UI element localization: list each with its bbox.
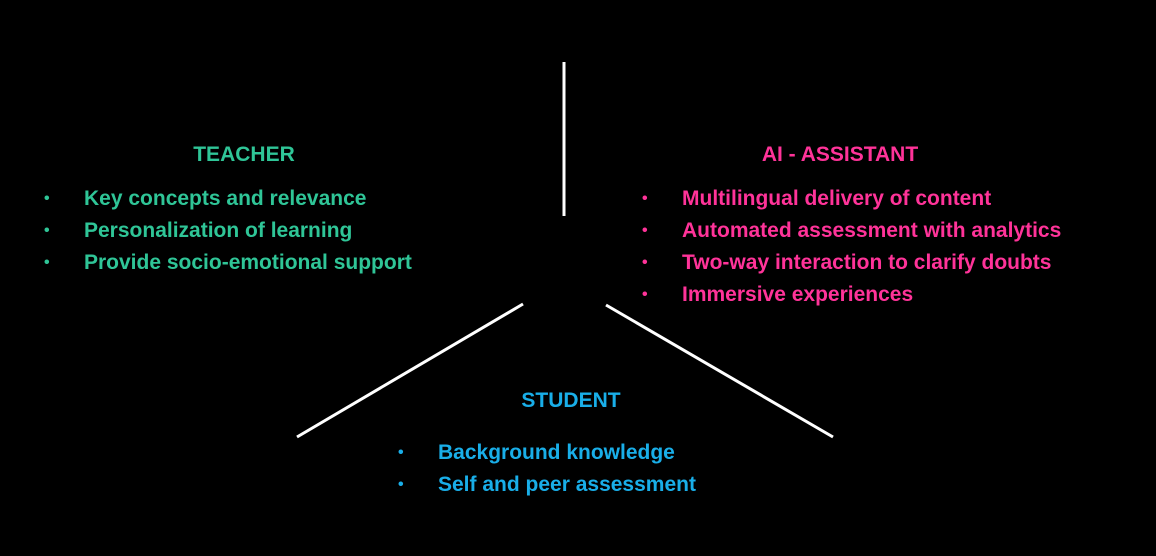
ai-assistant-list: •Multilingual delivery of content •Autom… [642,183,1061,311]
bullet-icon: • [642,254,648,271]
divider-right-diagonal [605,303,834,439]
bullet-icon: • [642,190,648,207]
bullet-icon: • [44,254,50,271]
bullet-icon: • [44,190,50,207]
teacher-list: •Key concepts and relevance •Personaliza… [44,183,412,279]
teacher-list-item: •Personalization of learning [44,215,412,247]
student-list: •Background knowledge •Self and peer ass… [398,437,696,501]
bullet-icon: • [642,222,648,239]
student-list-item: •Self and peer assessment [398,469,696,501]
ai-assistant-title: AI - ASSISTANT [761,143,919,166]
teacher-title: TEACHER [193,143,295,166]
teacher-list-item: •Provide socio-emotional support [44,247,412,279]
ai-assistant-list-item: •Multilingual delivery of content [642,183,1061,215]
bullet-icon: • [398,476,404,493]
student-title: STUDENT [521,389,621,412]
divider-left-diagonal [296,302,524,439]
bullet-icon: • [398,444,404,461]
teacher-list-item: •Key concepts and relevance [44,183,412,215]
ai-assistant-list-item: •Automated assessment with analytics [642,215,1061,247]
student-list-item: •Background knowledge [398,437,696,469]
ai-assistant-list-item: •Immersive experiences [642,279,1061,311]
bullet-icon: • [44,222,50,239]
ai-assistant-list-item: •Two-way interaction to clarify doubts [642,247,1061,279]
bullet-icon: • [642,286,648,303]
